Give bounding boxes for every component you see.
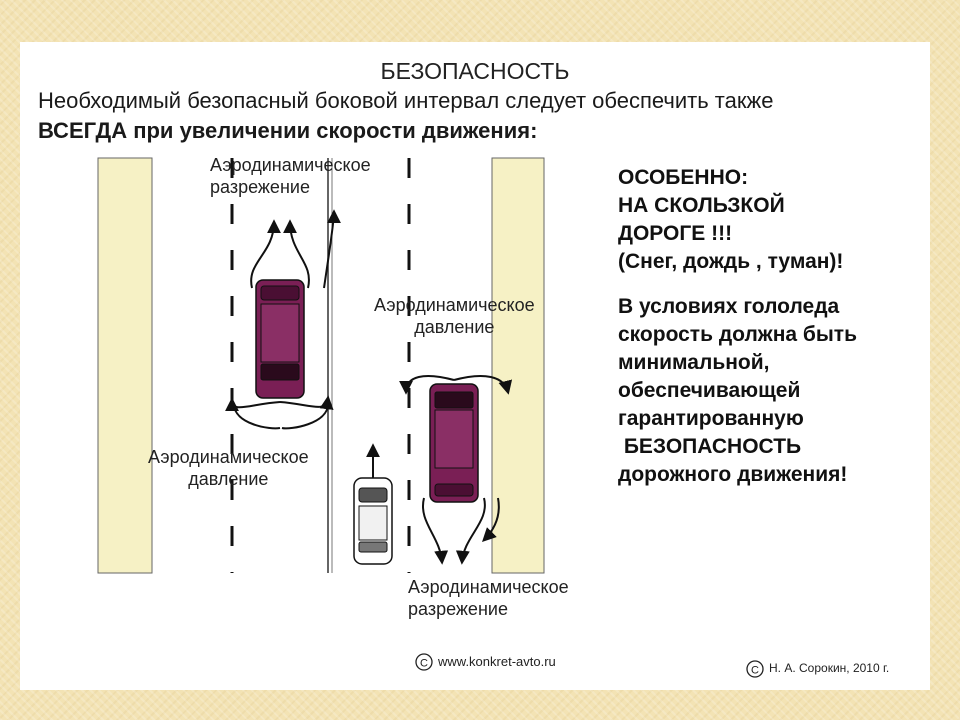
note-line: гарантированную: [618, 407, 804, 430]
car-upper: [255, 279, 305, 399]
note-line: ОСОБЕННО:: [618, 166, 749, 189]
label-rarefaction-bottom: Аэродинамическое разрежение: [408, 577, 569, 619]
note-line: НА СКОЛЬЗКОЙ: [618, 194, 785, 217]
note-line: БЕЗОПАСНОСТЬ: [618, 435, 802, 458]
pressure-arrows-lower: [399, 375, 513, 395]
small-car: [353, 443, 393, 565]
note-line: (Снег, дождь , туман)!: [618, 250, 844, 273]
note-line: обеспечивающей: [618, 379, 801, 402]
road-diagram: C C: [97, 157, 764, 678]
slide: C C БЕЗОПАСНОСТЬ Необходимый безопасный …: [20, 42, 930, 690]
footer-author: Н. А. Сорокин, 2010 г.: [769, 661, 890, 675]
svg-text:C: C: [420, 658, 428, 670]
right-shoulder: [491, 157, 545, 574]
note-line: минимальной,: [618, 351, 770, 374]
rarefaction-arrows-top: [250, 209, 341, 289]
intro-line-1: Необходимый безопасный боковой интервал …: [38, 88, 774, 113]
note-line: дорожного движения!: [618, 463, 848, 486]
label-pressure-mid: Аэродинамическое давление: [374, 295, 535, 337]
pressure-arrows-upper: [225, 395, 334, 430]
car-lower: [429, 383, 479, 503]
svg-text:C: C: [751, 665, 759, 677]
note-line: В условиях гололеда: [618, 295, 840, 318]
page-title: БЕЗОПАСНОСТЬ: [380, 58, 570, 84]
note-line: скорость должна быть: [618, 323, 857, 346]
safety-note: ОСОБЕННО: НА СКОЛЬЗКОЙ ДОРОГЕ !!! (Снег,…: [618, 164, 857, 489]
intro-line-2: ВСЕГДА при увеличении скорости движения:: [38, 118, 538, 143]
label-rarefaction-top: Аэродинамическое разрежение: [210, 155, 371, 197]
note-line: ДОРОГЕ !!!: [618, 222, 733, 245]
copyright-icon: [415, 653, 433, 671]
footer-website: www.konkret-avto.ru: [438, 654, 556, 669]
label-pressure-left: Аэродинамическое давление: [148, 447, 309, 489]
left-shoulder: [97, 157, 153, 574]
copyright-icon: [746, 660, 764, 678]
rarefaction-arrows-bottom: [421, 497, 500, 565]
